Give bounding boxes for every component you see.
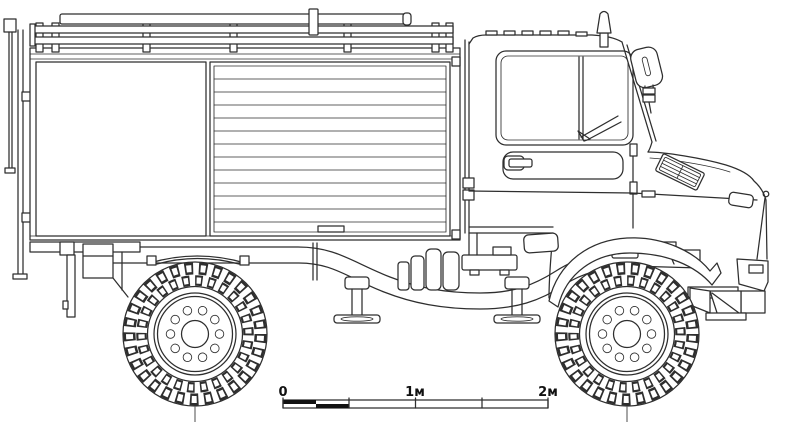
jack-stand-front xyxy=(493,276,541,324)
roof-rack xyxy=(29,8,454,53)
shutter-handle xyxy=(317,225,345,233)
door-recess-panel xyxy=(502,151,624,180)
roof-rack-rail-bottom xyxy=(32,36,454,45)
cab-roof-ribs xyxy=(485,30,588,37)
front-wheel xyxy=(555,262,699,422)
roof-rack-rail-top xyxy=(32,25,454,34)
hood xyxy=(647,151,768,260)
scale-bar-ticks xyxy=(282,397,549,409)
cab-roof xyxy=(468,34,623,45)
rear-underbody xyxy=(29,241,141,318)
cab-side-window xyxy=(495,50,634,146)
roller-shutter xyxy=(209,61,451,237)
front-fender xyxy=(548,237,722,308)
side-marker xyxy=(641,190,656,198)
hood-louvers xyxy=(655,153,705,191)
scale-bar: 0 1м 2м xyxy=(278,385,558,409)
rear-ladder xyxy=(3,18,32,280)
cab-step xyxy=(523,232,559,254)
rear-leaf-spring xyxy=(146,255,250,266)
cab xyxy=(462,10,758,299)
jack-stand-rear xyxy=(333,276,381,324)
shutter-slats xyxy=(213,78,447,223)
door-handle xyxy=(503,155,533,171)
front-bumper xyxy=(736,258,769,292)
scale-label-0: 0 xyxy=(278,385,287,400)
scale-bar-fill-a xyxy=(283,400,316,404)
box-side-panel xyxy=(35,61,207,237)
wiper xyxy=(577,115,622,142)
side-mirror xyxy=(630,46,664,114)
scale-bar-fill-b xyxy=(316,404,349,408)
headlight xyxy=(728,191,754,209)
beacon-light xyxy=(596,10,612,48)
scale-label-1m: 1м xyxy=(405,385,425,400)
scale-label-2m: 2м xyxy=(538,385,558,400)
drivetrain-components xyxy=(312,232,518,291)
roof-cargo-pipe xyxy=(59,8,412,36)
rear-wheel xyxy=(123,262,267,422)
